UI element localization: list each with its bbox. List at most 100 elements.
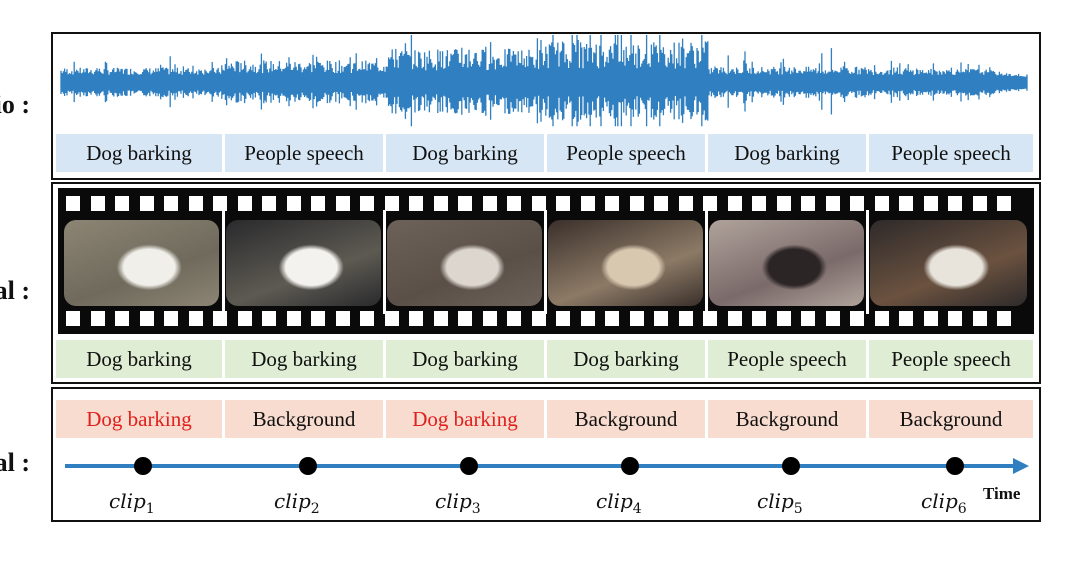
film-sprocket-hole	[678, 196, 693, 211]
av-segment-label-3: Dog barking	[386, 400, 544, 438]
row-label-audio: Audio :	[0, 90, 30, 119]
film-sprocket-hole	[923, 196, 938, 211]
video-frame-2	[226, 220, 381, 306]
film-sprocket-hole	[409, 311, 423, 326]
film-sprocket-hole	[629, 311, 644, 326]
film-sprocket-hole	[580, 311, 595, 326]
av-segment-label-5: Background	[708, 400, 866, 438]
film-sprocket-hole	[850, 311, 864, 326]
film-sprocket-hole	[825, 311, 840, 326]
film-sprocket-hole	[139, 196, 154, 211]
film-sprocket-hole	[409, 196, 423, 211]
film-sprocket-hole	[997, 311, 1011, 326]
audio-segment-label-2: People speech	[225, 134, 383, 172]
film-sprocket-hole	[433, 196, 448, 211]
visual-segment-label-4: Dog barking	[547, 340, 705, 378]
frame-divider	[866, 210, 869, 314]
film-sprocket-hole	[90, 196, 105, 211]
clip-point-5	[782, 457, 800, 475]
clip-point-4	[621, 457, 639, 475]
film-sprocket-hole	[801, 196, 815, 211]
timeline	[65, 457, 1029, 475]
video-frame-5	[709, 220, 864, 306]
film-sprocket-hole	[874, 196, 889, 211]
row-label-audio-visual: Audio-Visual :	[0, 448, 30, 477]
film-sprocket-hole	[923, 311, 938, 326]
film-sprocket-hole	[115, 196, 129, 211]
film-sprocket-hole	[482, 196, 497, 211]
av-segment-label-2: Background	[225, 400, 383, 438]
visual-segment-label-2: Dog barking	[225, 340, 383, 378]
film-sprocket-hole	[66, 311, 80, 326]
film-sprocket-hole	[335, 196, 350, 211]
clip-label-6: clip6	[921, 489, 967, 517]
film-sprocket-hole	[997, 196, 1011, 211]
video-frame-3	[387, 220, 542, 306]
waveform-separator	[223, 34, 225, 38]
clip-point-2	[299, 457, 317, 475]
film-sprocket-hole	[311, 311, 325, 326]
film-sprocket-hole	[482, 311, 497, 326]
film-sprocket-hole	[752, 311, 766, 326]
film-sprocket-hole	[580, 196, 595, 211]
film-sprocket-hole	[948, 311, 962, 326]
clip-point-3	[460, 457, 478, 475]
film-sprocket-hole	[458, 196, 472, 211]
clip-label-5: clip5	[757, 489, 803, 517]
film-sprocket-hole	[164, 196, 178, 211]
frame-divider	[222, 210, 225, 314]
film-sprocket-hole	[237, 311, 252, 326]
film-sprocket-hole	[384, 196, 399, 211]
visual-segment-label-1: Dog barking	[56, 340, 222, 378]
film-sprocket-hole	[458, 311, 472, 326]
film-sprocket-hole	[507, 311, 521, 326]
film-sprocket-hole	[825, 196, 840, 211]
video-frame-6	[870, 220, 1027, 306]
film-sprocket-hole	[629, 196, 644, 211]
film-sprocket-hole	[948, 196, 962, 211]
film-sprocket-hole	[262, 311, 276, 326]
film-sprocket-hole	[531, 196, 546, 211]
clip-label-4: clip4	[596, 489, 642, 517]
waveform-separator	[867, 34, 869, 38]
film-sprocket-hole	[899, 311, 913, 326]
film-sprocket-hole	[66, 196, 80, 211]
film-sprocket-hole	[139, 311, 154, 326]
film-sprocket-hole	[286, 196, 301, 211]
film-sprocket-hole	[972, 311, 987, 326]
film-sprocket-hole	[507, 196, 521, 211]
film-sprocket-hole	[164, 311, 178, 326]
film-sprocket-hole	[531, 311, 546, 326]
film-sprocket-hole	[899, 196, 913, 211]
film-sprocket-hole	[776, 311, 791, 326]
waveform-path	[60, 35, 1028, 127]
audio-segment-label-5: Dog barking	[708, 134, 866, 172]
film-sprocket-hole	[654, 196, 668, 211]
frame-divider	[544, 210, 547, 314]
clip-point-6	[946, 457, 964, 475]
film-sprocket-hole	[752, 196, 766, 211]
film-sprocket-hole	[678, 311, 693, 326]
video-filmstrip	[58, 188, 1034, 334]
film-sprocket-hole	[262, 196, 276, 211]
audio-segment-label-6: People speech	[869, 134, 1033, 172]
frame-divider	[383, 210, 386, 314]
waveform-separator	[384, 34, 386, 38]
av-segment-label-4: Background	[547, 400, 705, 438]
film-sprocket-hole	[188, 311, 203, 326]
frame-divider	[705, 210, 708, 314]
film-sprocket-hole	[605, 311, 619, 326]
waveform-separator	[706, 34, 708, 38]
film-sprocket-hole	[237, 196, 252, 211]
audio-segment-label-3: Dog barking	[386, 134, 544, 172]
visual-segment-label-5: People speech	[708, 340, 866, 378]
film-sprocket-hole	[874, 311, 889, 326]
audio-segment-label-1: Dog barking	[56, 134, 222, 172]
film-sprocket-hole	[311, 196, 325, 211]
video-frame-4	[548, 220, 703, 306]
timeline-arrowhead	[1013, 458, 1029, 474]
time-axis-label: Time	[983, 484, 1021, 503]
